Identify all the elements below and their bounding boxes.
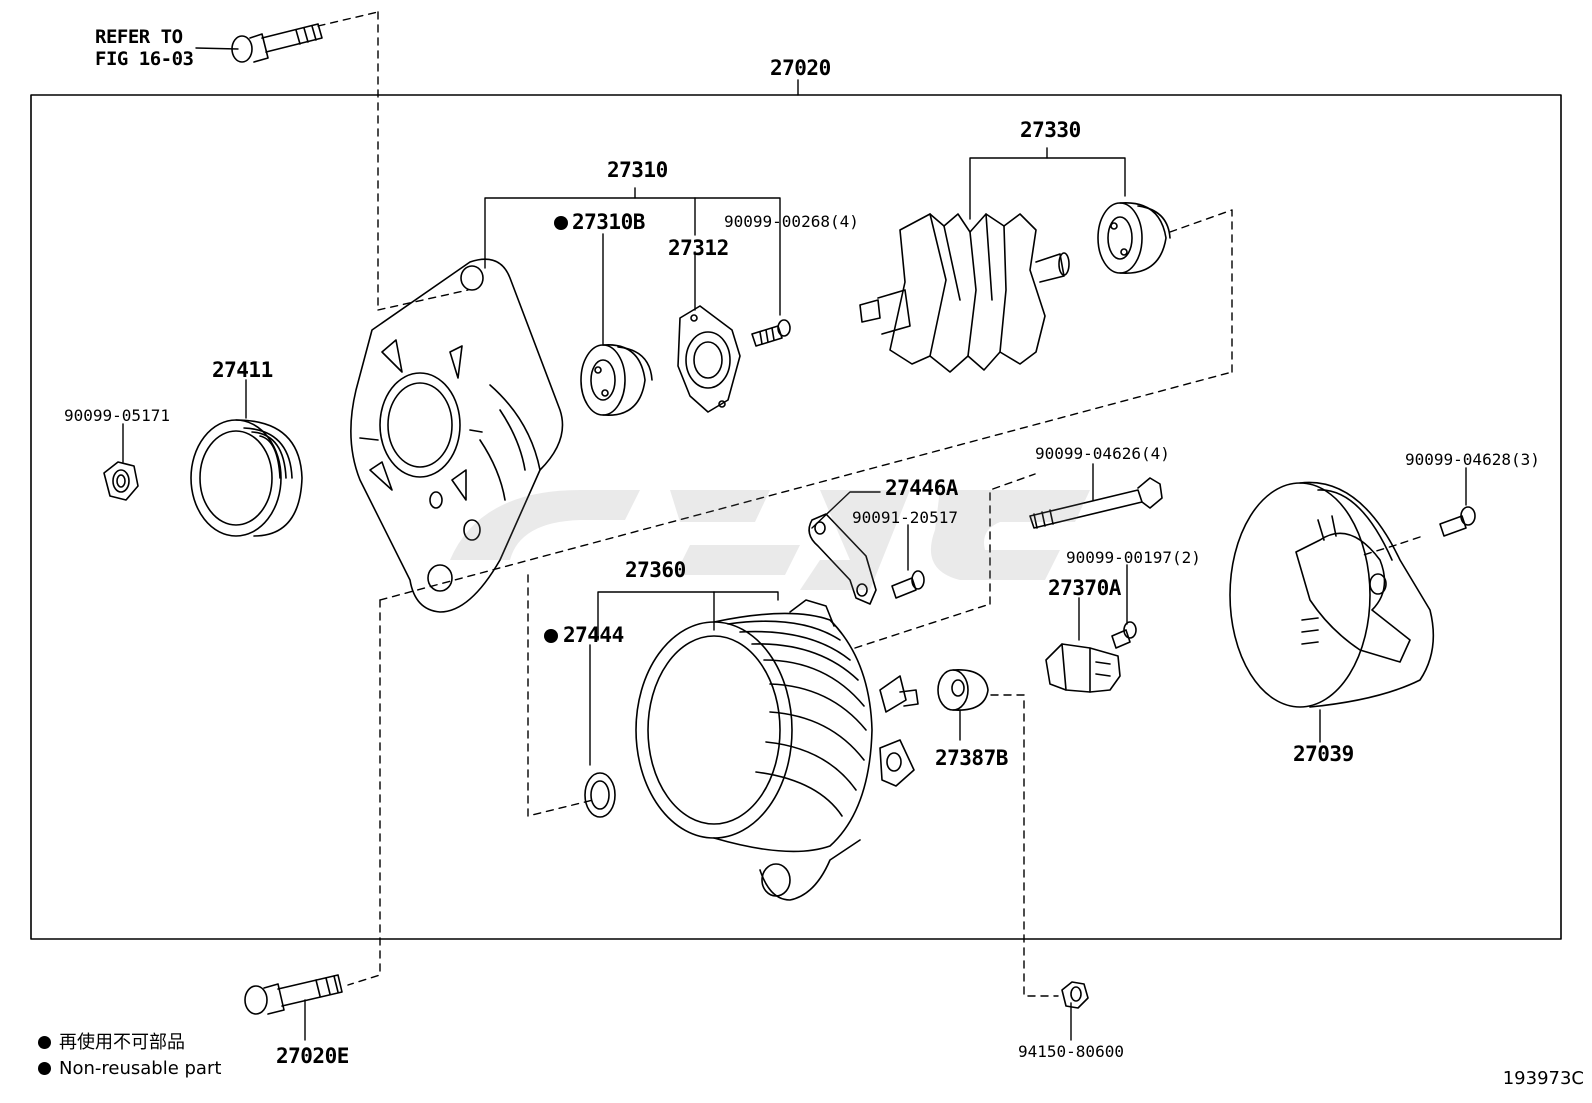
part-label-27444[interactable]: 27444 — [563, 623, 624, 647]
bearing-27330 — [1097, 202, 1171, 274]
legend-text-en: Non-reusable part — [59, 1058, 222, 1079]
drive-end-frame-27310 — [350, 258, 564, 613]
legend-line-jp: 再使用不可部品 — [38, 1034, 185, 1052]
pulley-27411 — [190, 419, 303, 537]
part-label-27310[interactable]: 27310 — [607, 158, 668, 182]
brush-holder-27370a — [1045, 643, 1121, 693]
legend-text-jp: 再使用不可部品 — [59, 1032, 185, 1053]
figure-id: 193973C — [1502, 1068, 1584, 1089]
legend-line-en: Non-reusable part — [38, 1060, 221, 1078]
retainer-plate-27312 — [677, 305, 741, 413]
part-label-90099-04628[interactable]: 90099-04628(3) — [1405, 450, 1540, 469]
bolt-27020e — [244, 974, 343, 1015]
part-label-27310b[interactable]: 27310B — [572, 210, 645, 234]
part-label-27020[interactable]: 27020 — [770, 56, 831, 80]
legend-dot-icon — [38, 1062, 51, 1075]
bracket-27446a — [808, 513, 877, 605]
part-label-90099-00268[interactable]: 90099-00268(4) — [724, 212, 859, 231]
assembly-boundary-box — [30, 94, 1562, 940]
dashed-reference-lines — [317, 11, 1421, 997]
part-label-27370a[interactable]: 27370A — [1048, 576, 1121, 600]
part-label-94150-80600[interactable]: 94150-80600 — [1018, 1042, 1124, 1061]
part-label-27446a[interactable]: 27446A — [885, 476, 958, 500]
screw-90099-04628 — [1439, 506, 1476, 537]
rectifier-end-frame-27360 — [635, 599, 919, 901]
non-reusable-dot-27444 — [544, 629, 558, 643]
legend-dot-icon — [38, 1036, 51, 1049]
insulator-27387b — [937, 669, 989, 711]
washer-27444 — [584, 772, 616, 818]
nut-90099-05171 — [103, 461, 139, 501]
part-label-27411[interactable]: 27411 — [212, 358, 273, 382]
non-reusable-dot-27310b — [554, 216, 568, 230]
bearing-27310b — [580, 344, 653, 416]
part-label-27312[interactable]: 27312 — [668, 236, 729, 260]
rear-cover-27039 — [1229, 481, 1435, 708]
part-label-90099-00197[interactable]: 90099-00197(2) — [1066, 548, 1201, 567]
fig-ref-label: FIG 16-03 — [95, 48, 194, 70]
bolt-90099-04626 — [1029, 477, 1163, 529]
screw-90099-00197 — [1111, 621, 1137, 649]
rotor-27330 — [859, 213, 1070, 373]
leader-lines — [122, 47, 1467, 1041]
refer-to-label: REFER TO — [95, 26, 183, 48]
part-label-27360[interactable]: 27360 — [625, 558, 686, 582]
part-label-27330[interactable]: 27330 — [1020, 118, 1081, 142]
bolt-refer-fig-16-03 — [231, 23, 323, 63]
part-label-27387b[interactable]: 27387B — [935, 746, 1008, 770]
part-label-27039[interactable]: 27039 — [1293, 742, 1354, 766]
part-label-90099-04626[interactable]: 90099-04626(4) — [1035, 444, 1170, 463]
part-label-27020e[interactable]: 27020E — [276, 1044, 349, 1068]
screw-90091-20517 — [891, 570, 925, 599]
screw-90099-00268 — [751, 319, 791, 347]
part-label-90099-05171[interactable]: 90099-05171 — [64, 406, 170, 425]
part-label-90091-20517[interactable]: 90091-20517 — [852, 508, 958, 527]
nut-94150-80600 — [1061, 981, 1089, 1009]
